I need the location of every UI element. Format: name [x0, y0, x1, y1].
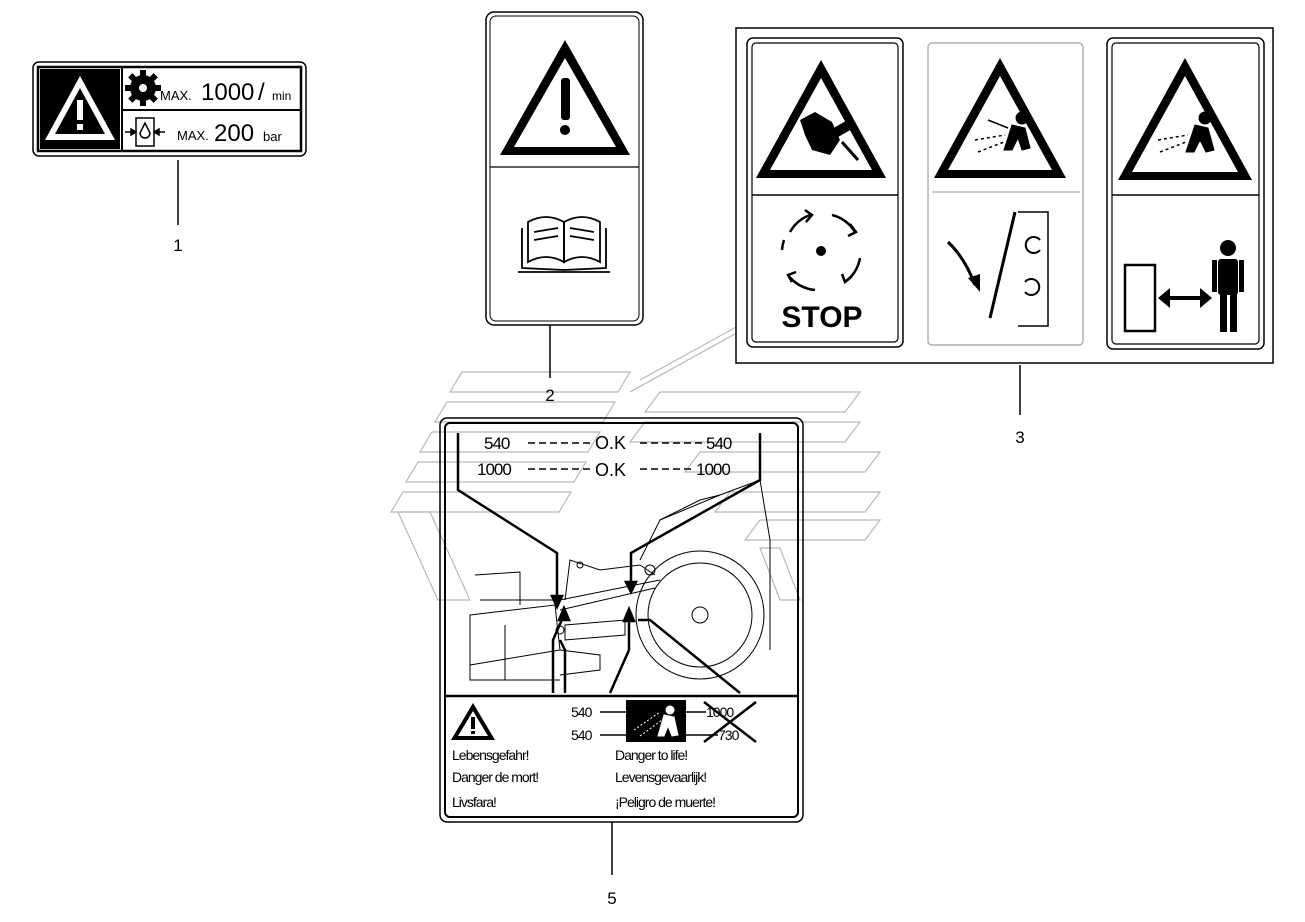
stop-label: STOP: [781, 301, 862, 334]
bottom-row2-right: 730: [718, 727, 740, 743]
warning-triangle-icon: [500, 40, 630, 155]
pressure-unit: bar: [263, 129, 282, 144]
row2-right: 1000: [696, 460, 730, 479]
pressure-max-value: 200: [214, 120, 254, 147]
warning-triangle-icon: [451, 703, 495, 740]
callout-1: 1: [173, 236, 182, 255]
row1-left: 540: [484, 434, 510, 453]
decal-3-panel-thrown-objects: [927, 42, 1084, 346]
decal-3-panel-crush: STOP: [746, 37, 904, 348]
warning-sv: Livsfara!: [452, 794, 496, 810]
warning-triangle-icon: [45, 76, 115, 140]
speed-unit: /: [258, 79, 265, 106]
warning-nl: Levensgevaarlijk!: [615, 769, 706, 785]
pressure-max-label: MAX.: [177, 128, 209, 143]
warning-de: Lebensgefahr!: [452, 747, 529, 763]
decal-1: MAX. 1000 / min MAX. 200 bar 1: [32, 61, 307, 255]
callout-2: 2: [545, 386, 554, 405]
decal-3-panel-keep-distance: [1106, 37, 1265, 350]
rotating-arrows-icon: [780, 208, 862, 292]
bottom-row2-left: 540: [571, 727, 593, 743]
thrown-objects-icon: [1157, 111, 1215, 153]
row2-ok: O.K: [595, 460, 626, 480]
thrown-objects-icon: [974, 111, 1031, 153]
row1-right: 540: [706, 434, 732, 453]
hydraulic-cylinder-icon: [125, 117, 165, 147]
warning-es: ¡Peligro de muerte!: [615, 794, 715, 810]
hand-crush-icon: [800, 112, 860, 161]
speed-max-value: 1000: [201, 79, 254, 106]
gear-icon: [125, 70, 161, 106]
manual-book-icon: [518, 216, 610, 273]
warning-fr: Danger de mort!: [452, 769, 538, 785]
row2-left: 1000: [477, 460, 511, 479]
tractor-implement-drawing: [469, 479, 771, 681]
person-icon: [1212, 240, 1244, 332]
row1-ok: O.K: [595, 433, 626, 453]
callout-3: 3: [1015, 428, 1024, 447]
decal-3: STOP: [735, 27, 1274, 447]
bottom-row1-left: 540: [571, 704, 593, 720]
thrown-objects-icon: [633, 705, 679, 737]
speed-unit-min: min: [272, 89, 291, 103]
speed-max-label: MAX.: [160, 88, 192, 103]
rotation-direction-icon: [946, 211, 1049, 327]
callout-5: 5: [607, 889, 616, 908]
warning-en: Danger to life!: [615, 747, 687, 763]
connection-guide-lines: [456, 433, 762, 694]
not-allowed-cross-icon: [703, 701, 757, 743]
decal-5: 540 O.K 540 1000 O.K 1000: [439, 417, 804, 908]
decal-2: 2: [485, 11, 644, 405]
keep-distance-icon: [1123, 240, 1244, 333]
